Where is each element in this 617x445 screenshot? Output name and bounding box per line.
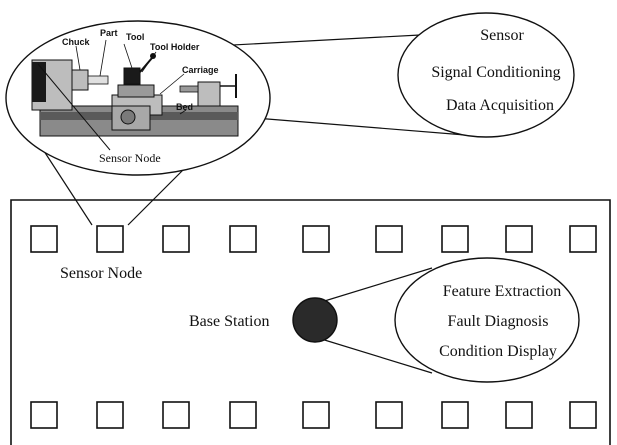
base-callout-line-upper (317, 267, 433, 304)
sensor-node (569, 225, 597, 253)
machine-callout-ellipse (397, 12, 575, 138)
sensor-node (162, 401, 190, 429)
leader-part (99, 39, 107, 77)
base-callout-item-1: Feature Extraction (443, 283, 562, 300)
lathe-chuck (71, 69, 89, 91)
sensor-node (30, 225, 58, 253)
label-carriage: Carriage (182, 65, 219, 75)
top-row-sensor-nodes (30, 225, 597, 253)
lathe-cross-slide (117, 84, 155, 98)
sensor-node (375, 401, 403, 429)
label-chuck: Chuck (62, 37, 91, 47)
machine-callout-item-3: Data Acquisition (446, 97, 554, 114)
label-bed: Bed (176, 102, 193, 112)
lathe-illustration (31, 39, 239, 137)
base-station-label: Base Station (189, 313, 269, 330)
leader-chuck (75, 45, 81, 71)
sensor-node (229, 225, 257, 253)
lathe-sensor-label: Sensor Node (99, 151, 161, 165)
network-sensor-node-label: Sensor Node (60, 265, 142, 282)
sensor-node (441, 225, 469, 253)
sensor-node (96, 225, 124, 253)
machine-callout-item-2: Signal Conditioning (431, 64, 560, 81)
leader-tool-holder (141, 51, 157, 73)
sensor-node (302, 225, 330, 253)
sensor-node (505, 401, 533, 429)
lathe-tailstock (197, 81, 221, 107)
machine-callout-item-1: Sensor (480, 27, 524, 44)
leader-carriage (159, 73, 185, 95)
lathe-part (87, 75, 109, 85)
base-station-circle (292, 297, 338, 343)
sensor-pointer-line (37, 63, 111, 151)
label-part: Part (100, 28, 118, 38)
sensor-node (229, 401, 257, 429)
base-callout-item-3: Condition Display (439, 343, 557, 360)
sensor-node (375, 225, 403, 253)
lathe-tailstock-quill (179, 85, 199, 93)
base-callout-item-2: Fault Diagnosis (448, 313, 549, 330)
sensor-node (569, 401, 597, 429)
base-callout-ellipse (394, 257, 580, 383)
callout-line-lower (254, 117, 466, 136)
leader-bed (179, 109, 187, 115)
sensor-node (162, 225, 190, 253)
bottom-row-sensor-nodes (30, 401, 597, 429)
zoom-line-left (41, 147, 93, 226)
lathe-handwheel (120, 109, 136, 125)
sensor-node (30, 401, 58, 429)
sensor-node (302, 401, 330, 429)
base-callout-line-lower (317, 337, 433, 374)
sensor-node (96, 401, 124, 429)
leader-tool (123, 43, 133, 69)
sensor-node (441, 401, 469, 429)
factory-floor-frame (10, 199, 611, 445)
lathe-headstock-dark (32, 62, 46, 102)
label-tool-holder: Tool Holder (150, 42, 200, 52)
sensor-node (505, 225, 533, 253)
label-tool: Tool (126, 32, 144, 42)
lathe-tool-holder (123, 67, 141, 85)
